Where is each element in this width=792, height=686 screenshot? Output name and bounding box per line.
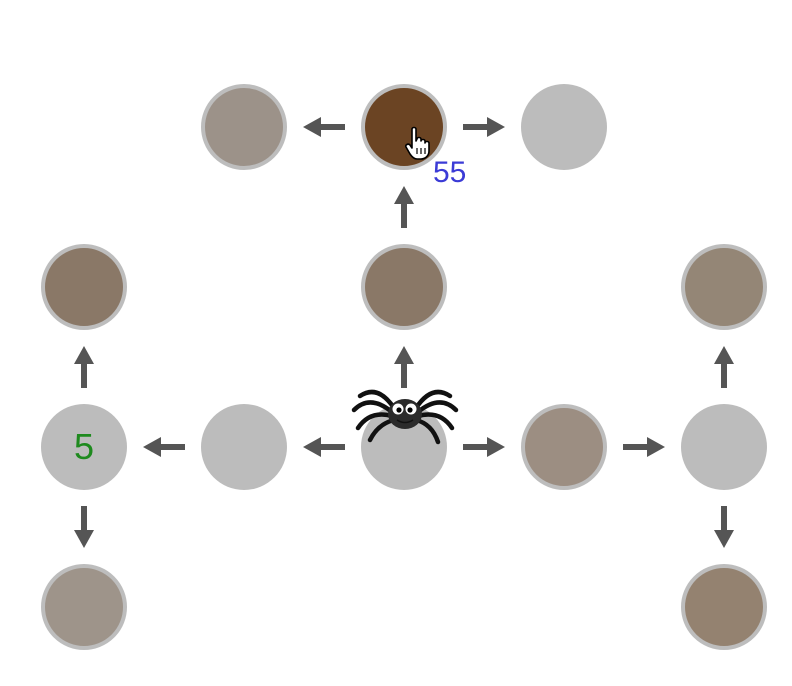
arrow-head — [303, 437, 321, 457]
node-c[interactable] — [521, 84, 607, 170]
node-d[interactable] — [41, 244, 127, 330]
node-b[interactable] — [361, 84, 447, 170]
arrow-head — [647, 437, 665, 457]
node-e[interactable] — [361, 244, 447, 330]
node-l[interactable] — [41, 564, 127, 650]
arrow-head — [487, 437, 505, 457]
arrow-head — [143, 437, 161, 457]
arrow-head — [394, 186, 414, 204]
arrow-head — [303, 117, 321, 137]
arrow-head — [74, 530, 94, 548]
node-h[interactable] — [201, 404, 287, 490]
node-label: 5 — [73, 426, 95, 467]
arrow-head — [714, 346, 734, 364]
arrow-head — [394, 346, 414, 364]
arrow-head — [487, 117, 505, 137]
arrow-head — [74, 346, 94, 364]
node-m[interactable] — [681, 564, 767, 650]
node-g[interactable]: 5 — [41, 404, 127, 490]
node-f[interactable] — [681, 244, 767, 330]
node-a[interactable] — [201, 84, 287, 170]
arrow-head — [714, 530, 734, 548]
node-k[interactable] — [681, 404, 767, 490]
hover-value-label: 55 — [433, 156, 467, 189]
node-j[interactable] — [521, 404, 607, 490]
spider-icon[interactable] — [350, 380, 460, 450]
